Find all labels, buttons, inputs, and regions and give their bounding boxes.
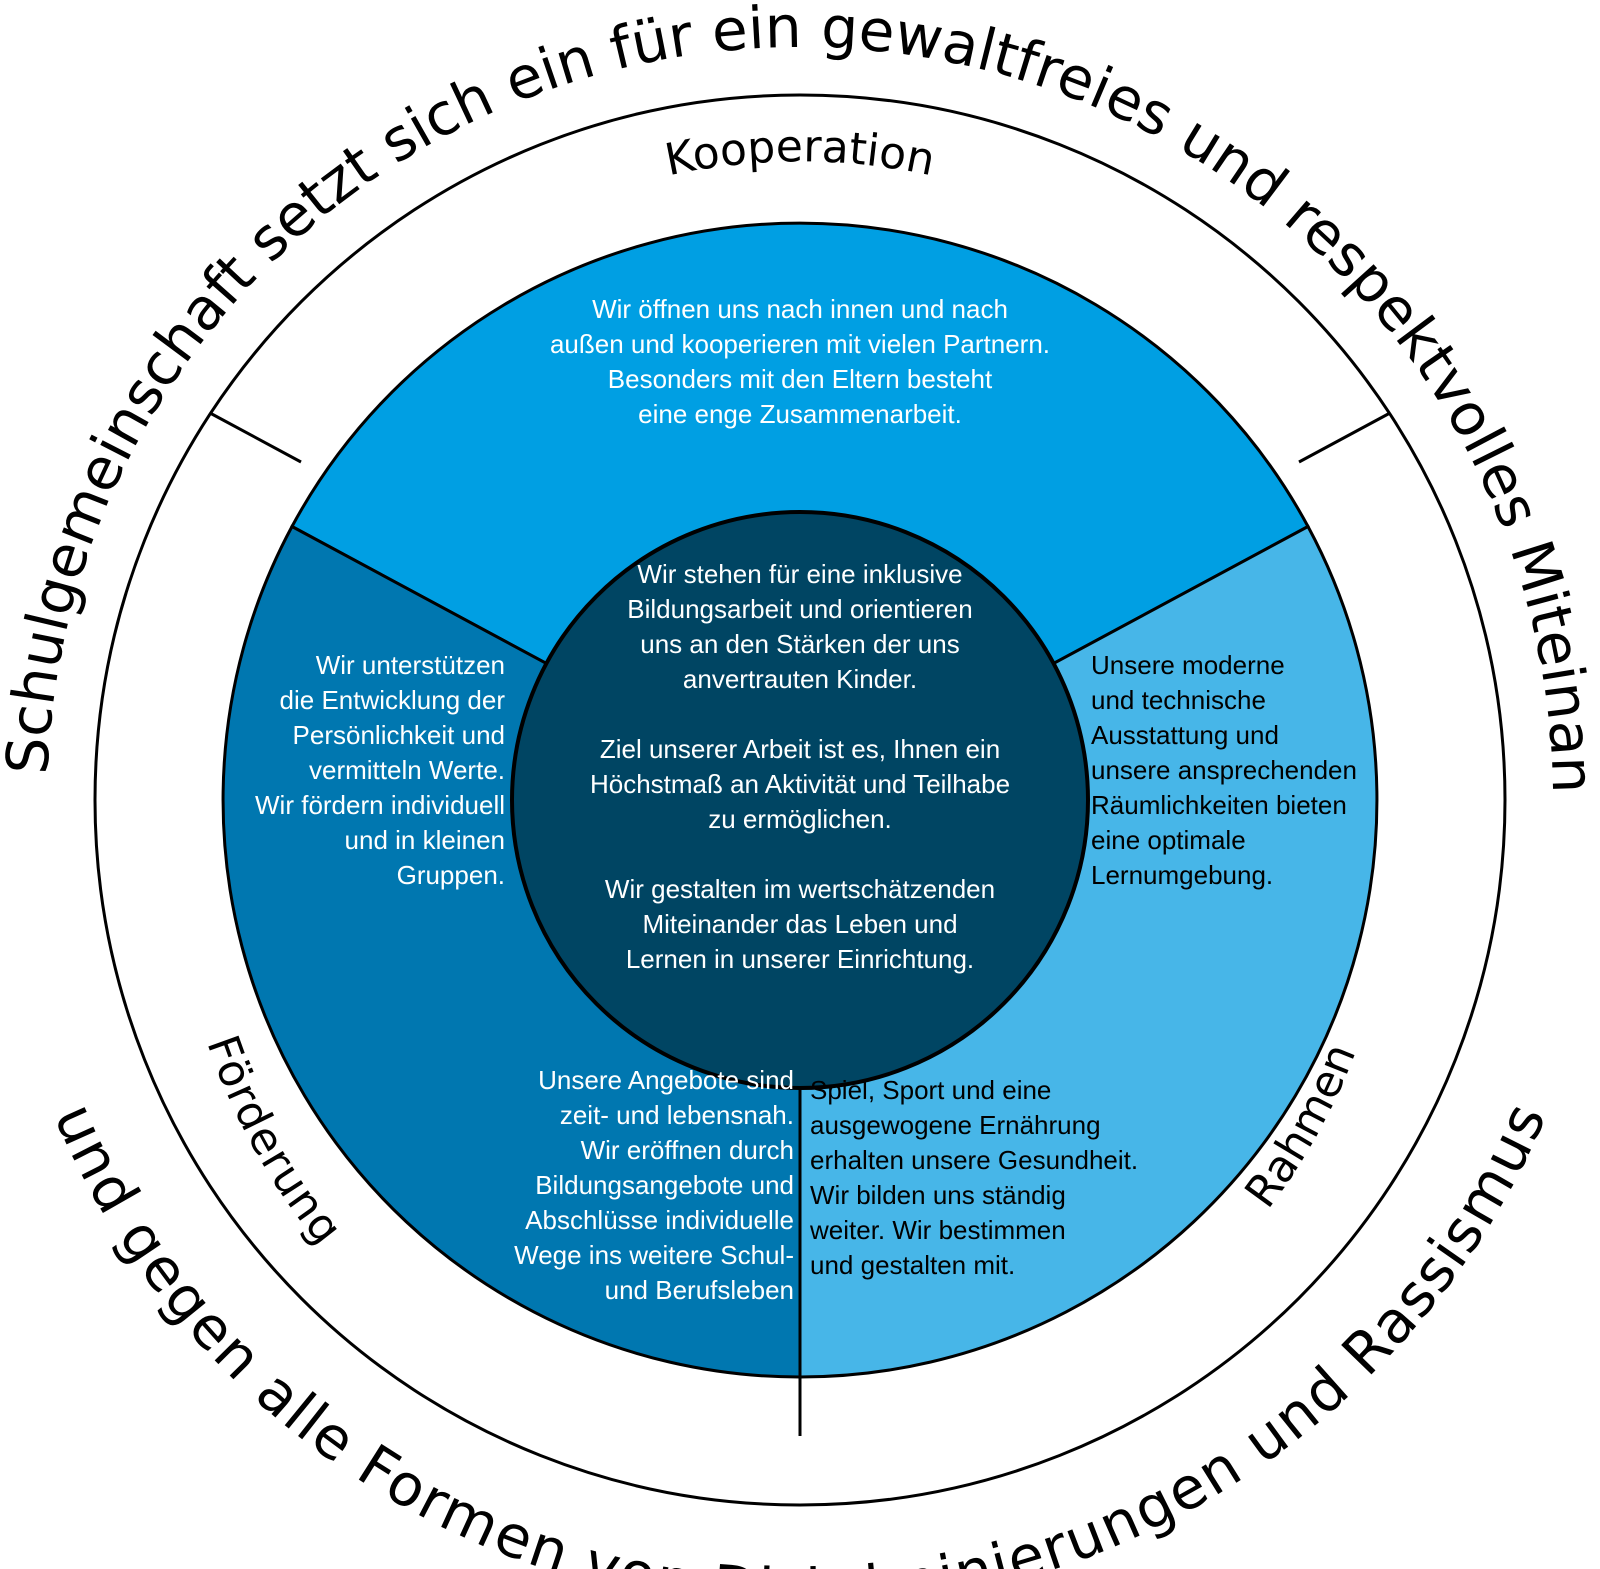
rahmen-text-lower: Spiel, Sport und eine ausgewogene Ernähr… [810,1075,1139,1280]
center-text: Wir stehen für eine inklusive Bildungsar… [540,557,1060,977]
foerderung-text-upper: Wir unterstützen die Entwicklung der Per… [255,650,505,890]
divider-left [209,411,302,464]
center-paragraph-2: Ziel unserer Arbeit ist es, Ihnen ein Hö… [589,734,1011,834]
rahmen-text-upper: Unsere moderne und technische Ausstattun… [1091,650,1357,890]
foerderung-text-lower: Unsere Angebote sind zeit- und lebensnah… [514,1065,794,1305]
divider-right [1298,411,1391,464]
center-paragraph-1: Wir stehen für eine inklusive Bildungsar… [627,559,973,694]
center-paragraph-3: Wir gestalten im wertschätzenden Miteina… [604,874,996,974]
center-circle [510,510,1090,1090]
kooperation-text: Wir öffnen uns nach innen und nach außen… [549,294,1051,429]
